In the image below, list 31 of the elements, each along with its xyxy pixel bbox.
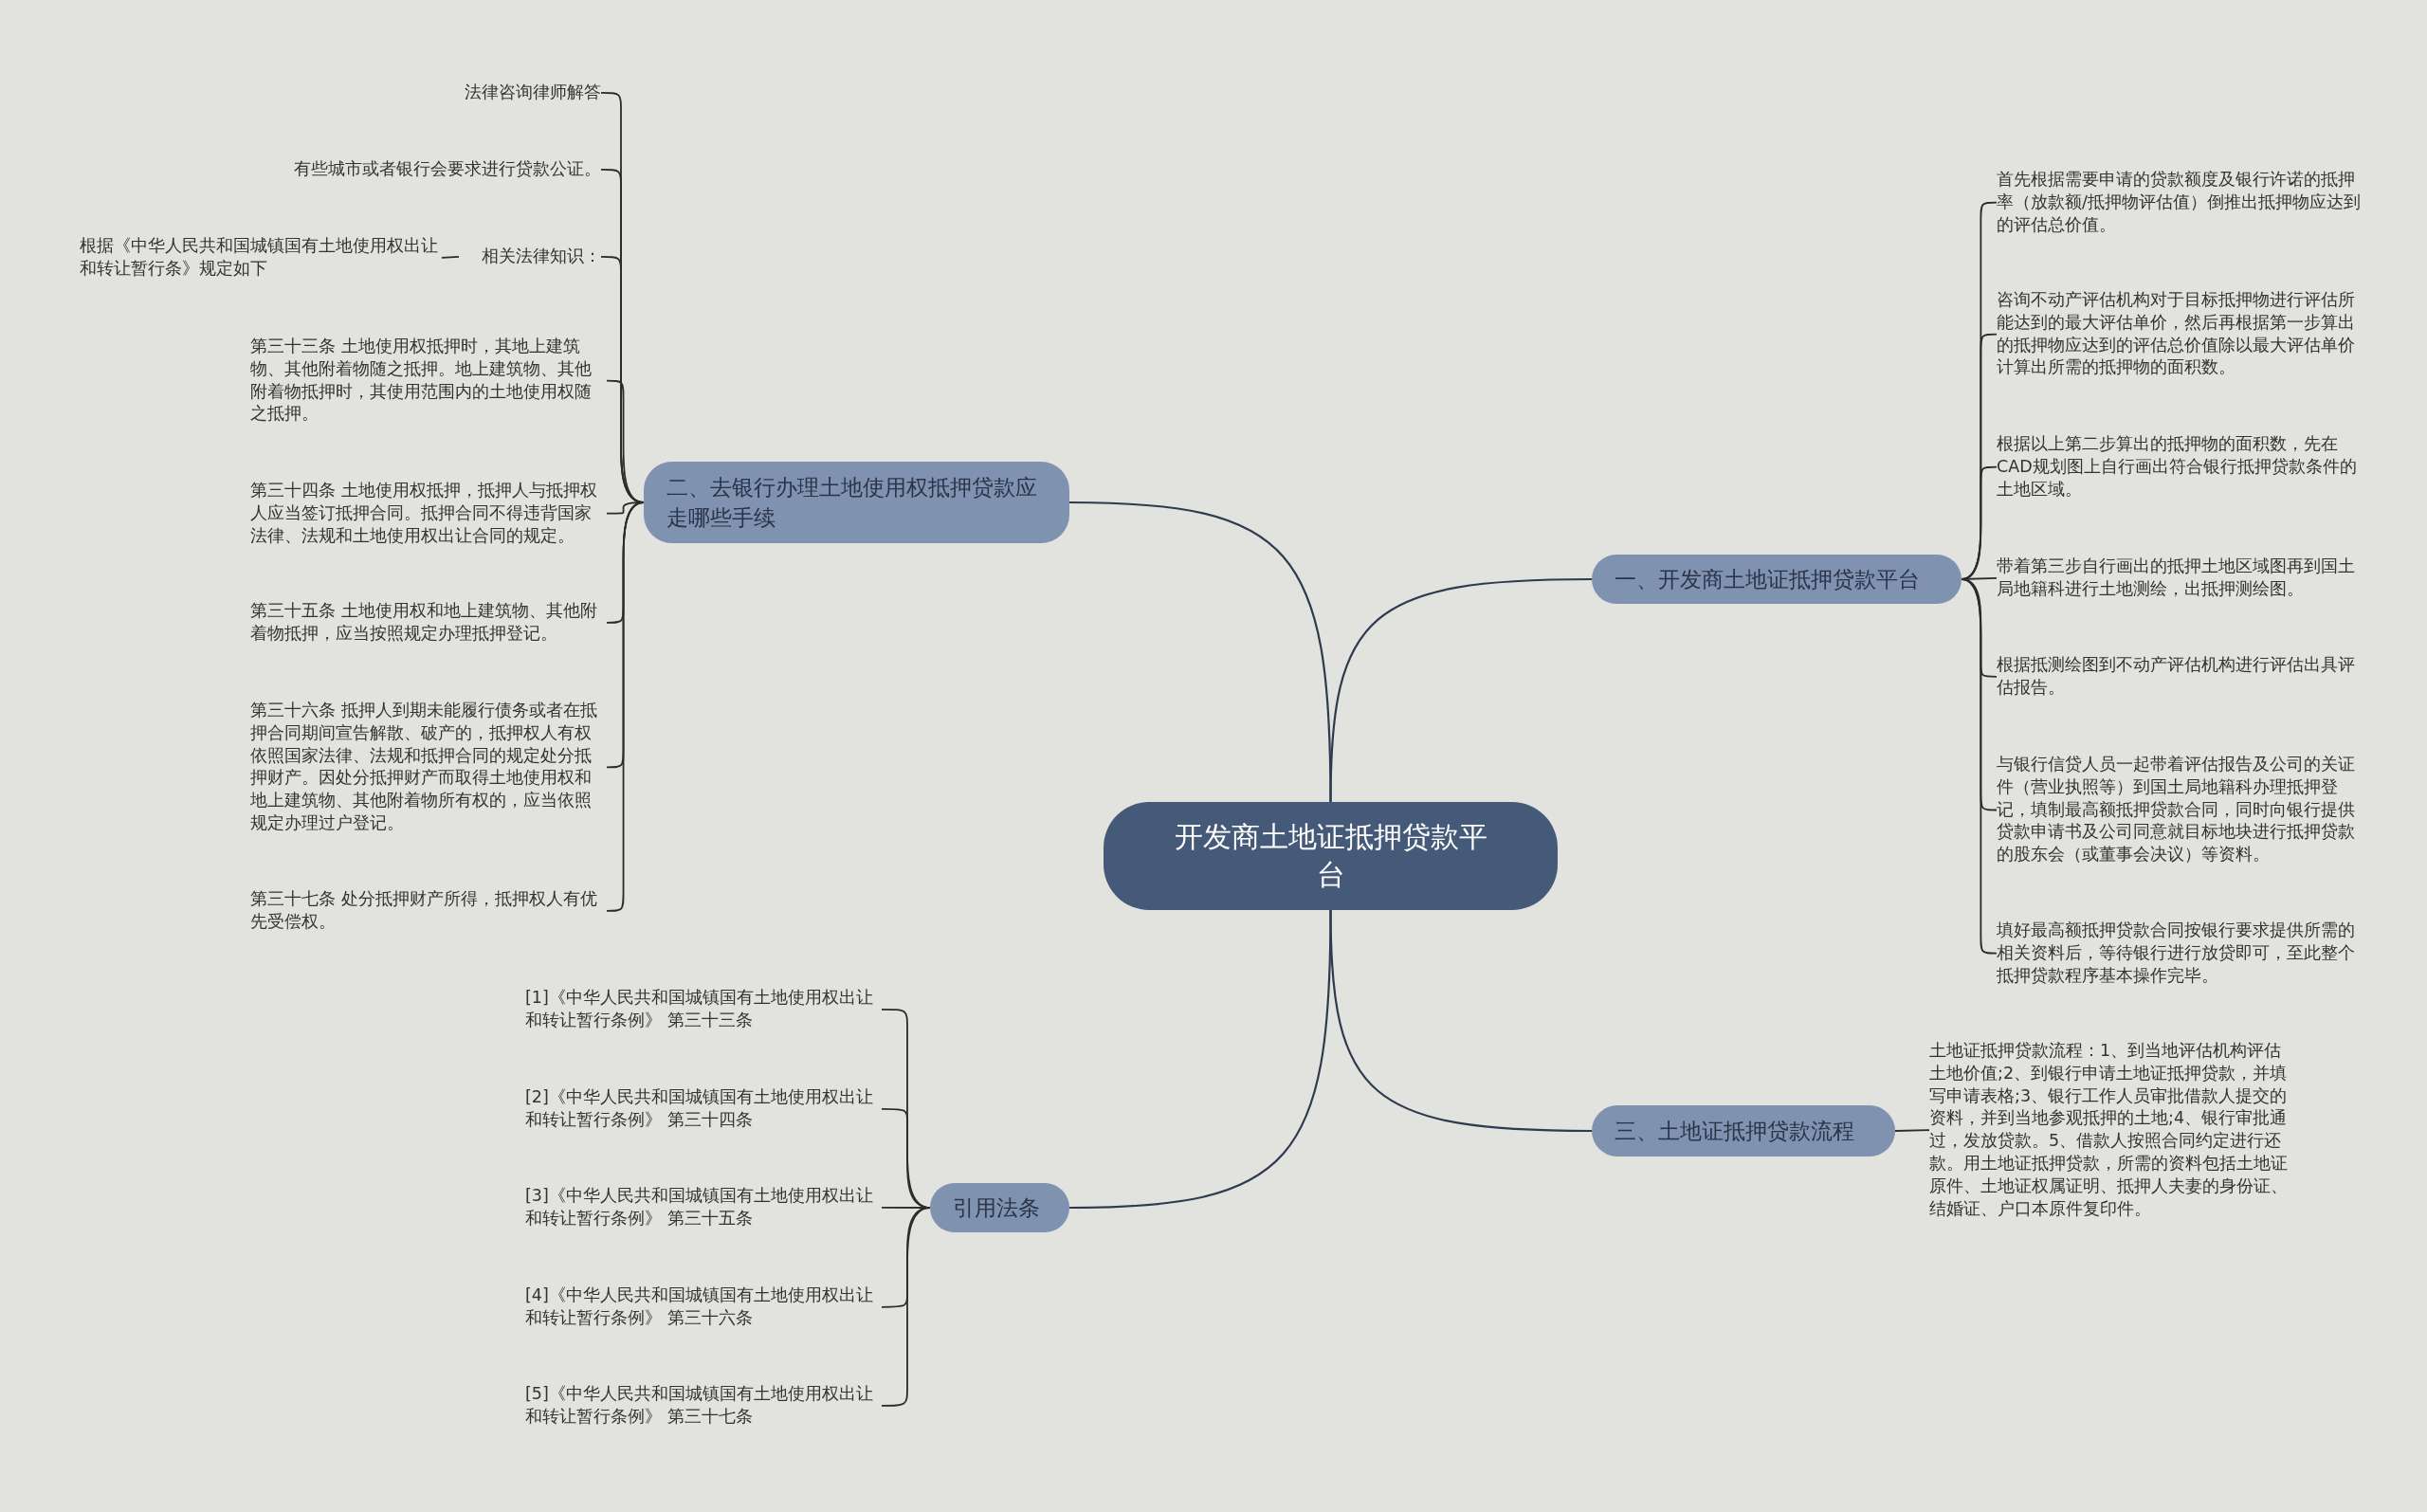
topic-box: 三、土地证抵押贷款流程 [1592,1105,1895,1157]
connector-line [1068,910,1332,1210]
topic-text: 咨询不动产评估机构对于目标抵押物进行评估所能达到的最大评估单价，然后再根据第一步算出的抵押物应达到的评估总价值除以最大评估单价计算出所需的抵押物的面积数。 [1997,289,2362,380]
connector-line [441,256,460,259]
topic-box: 一、开发商土地证抵押贷款平台 [1592,555,1962,604]
topic-text: 第三十四条 土地使用权抵押，抵押人与抵押权人应当签订抵押合同。抵押合同不得违背国家法律、法规和土地使用权出让合同的规定。 [250,480,607,548]
topic-text: 法律咨询律师解答 [298,82,601,104]
topic-text: 相关法律知识： [459,246,601,268]
topic-text: 土地证抵押贷款流程：1、到当地评估机构评估土地价值;2、到银行申请土地证抵押贷款，并填写申请表格;3、银行工作人员审批借款人提交的资料，并到当地参观抵押的土地;4、银行审批通过，发放贷款。5、借款人按照合同约定进行还款。用土地证抵押贷款，所需的资料包括土地证原件、土地证权属证明、抵押人夫妻的身份证、结婚证、户口本原件复印件。 [1929,1040,2290,1221]
topic-text: 与银行信贷人员一起带着评估报告及公司的关证件（营业执照等）到国土局地籍科办理抵押登记，填制最高额抵押贷款合同，同时向银行提供贷款申请书及公司同意就目标地块进行抵押贷款的股东会（或董事会决议）等资料。 [1997,754,2362,866]
topic-text: 根据抵测绘图到不动产评估机构进行评估出具评估报告。 [1997,654,2362,700]
topic-text: [5]《中华人民共和国城镇国有土地使用权出让和转让暂行条例》 第三十七条 [525,1383,882,1429]
topic-box: 引用法条 [930,1183,1069,1232]
topic-text: 第三十六条 抵押人到期未能履行债务或者在抵押合同期间宣告解散、破产的，抵押权人有权依照国家法律、法规和抵押合同的规定处分抵押财产。因处分抵押财产而取得土地使用权和地上建筑物、其他附着物所有权的，应当依照规定办理过户登记。 [250,700,607,835]
topic-text: [3]《中华人民共和国城镇国有土地使用权出让和转让暂行条例》 第三十五条 [525,1185,882,1230]
connector-line [1894,1129,1930,1132]
topic-text: 带着第三步自行画出的抵押土地区域图再到国土局地籍科进行土地测绘，出抵押测绘图。 [1997,556,2362,601]
topic-text: [1]《中华人民共和国城镇国有土地使用权出让和转让暂行条例》 第三十三条 [525,987,882,1032]
topic-text: 第三十五条 土地使用权和地上建筑物、其他附着物抵押，应当按照规定办理抵押登记。 [250,600,607,646]
topic-text: [2]《中华人民共和国城镇国有土地使用权出让和转让暂行条例》 第三十四条 [525,1086,882,1132]
topic-text: 第三十三条 土地使用权抵押时，其地上建筑物、其他附着物随之抵押。地上建筑物、其他附着物抵押时，其使用范围内的土地使用权随之抵押。 [250,336,607,427]
topic-text: 第三十七条 处分抵押财产所得，抵押权人有优先受偿权。 [250,888,607,934]
topic-text: [4]《中华人民共和国城镇国有土地使用权出让和转让暂行条例》 第三十六条 [525,1284,882,1330]
central-topic-box: 开发商土地证抵押贷款平台 [1104,802,1558,910]
connector-line [1068,501,1332,802]
topic-text: 根据以上第二步算出的抵押物的面积数，先在CAD规划图上自行画出符合银行抵押贷款条件的土地区域。 [1997,433,2362,501]
topic-text: 填好最高额抵押贷款合同按银行要求提供所需的相关资料后，等待银行进行放贷即可，至此整个抵押贷款程序基本操作完毕。 [1997,920,2362,988]
topic-text: 根据《中华人民共和国城镇国有土地使用权出让和转让暂行条》规定如下 [80,235,442,281]
topic-text: 有些城市或者银行会要求进行贷款公证。 [203,158,601,181]
topic-box: 二、去银行办理土地使用权抵押贷款应走哪些手续 [644,462,1069,543]
topic-text: 首先根据需要申请的贷款额度及银行许诺的抵押率（放款额/抵押物评估值）倒推出抵押物应达到的评估总价值。 [1997,169,2362,237]
